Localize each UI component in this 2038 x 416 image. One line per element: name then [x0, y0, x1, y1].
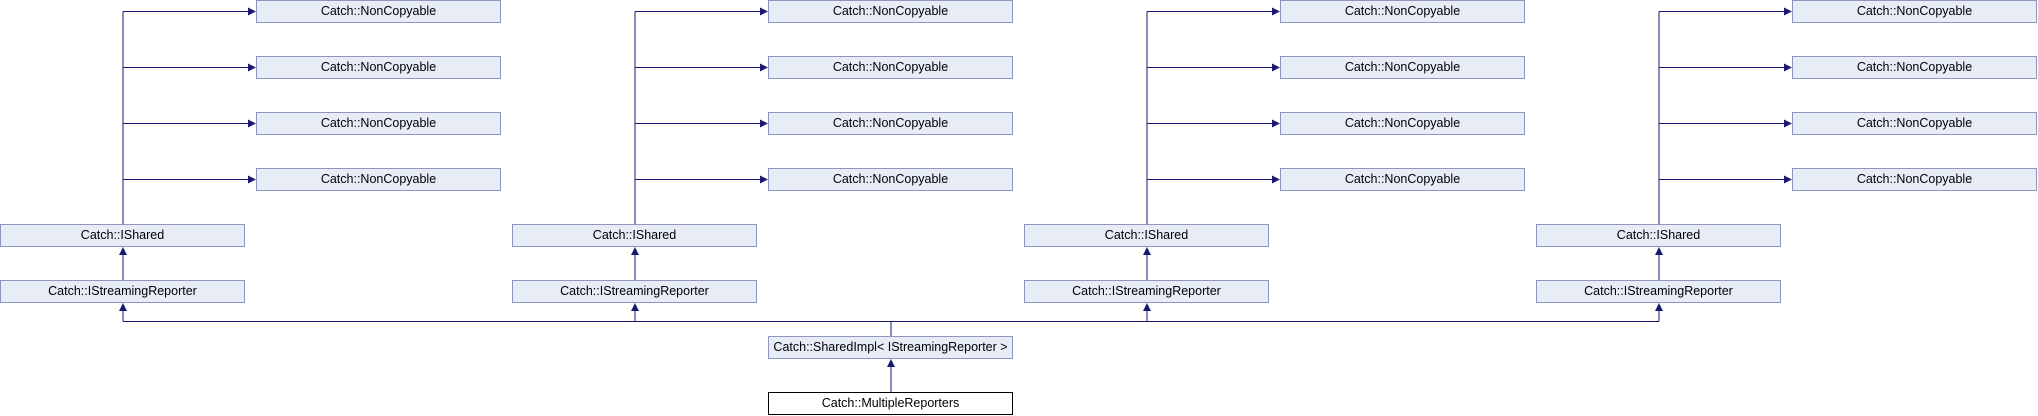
noncopyable-node[interactable]: Catch::NonCopyable	[768, 168, 1013, 191]
noncopyable-node[interactable]: Catch::NonCopyable	[768, 112, 1013, 135]
noncopyable-node[interactable]: Catch::NonCopyable	[768, 56, 1013, 79]
ishared-node[interactable]: Catch::IShared	[0, 224, 245, 247]
noncopyable-node[interactable]: Catch::NonCopyable	[1280, 168, 1525, 191]
istreaming-reporter-node[interactable]: Catch::IStreamingReporter	[1536, 280, 1781, 303]
noncopyable-node[interactable]: Catch::NonCopyable	[1280, 0, 1525, 23]
noncopyable-node[interactable]: Catch::NonCopyable	[1792, 56, 2037, 79]
noncopyable-node[interactable]: Catch::NonCopyable	[1792, 168, 2037, 191]
noncopyable-node[interactable]: Catch::NonCopyable	[1280, 56, 1525, 79]
noncopyable-node[interactable]: Catch::NonCopyable	[256, 112, 501, 135]
noncopyable-node[interactable]: Catch::NonCopyable	[256, 56, 501, 79]
noncopyable-node[interactable]: Catch::NonCopyable	[1792, 0, 2037, 23]
multiple-reporters-node: Catch::MultipleReporters	[768, 392, 1013, 415]
noncopyable-node[interactable]: Catch::NonCopyable	[768, 0, 1013, 23]
noncopyable-node[interactable]: Catch::NonCopyable	[1792, 112, 2037, 135]
istreaming-reporter-node[interactable]: Catch::IStreamingReporter	[1024, 280, 1269, 303]
noncopyable-node[interactable]: Catch::NonCopyable	[1280, 112, 1525, 135]
noncopyable-node[interactable]: Catch::NonCopyable	[256, 168, 501, 191]
shared-impl-node[interactable]: Catch::SharedImpl< IStreamingReporter >	[768, 336, 1013, 359]
ishared-node[interactable]: Catch::IShared	[1536, 224, 1781, 247]
ishared-node[interactable]: Catch::IShared	[512, 224, 757, 247]
ishared-node[interactable]: Catch::IShared	[1024, 224, 1269, 247]
istreaming-reporter-node[interactable]: Catch::IStreamingReporter	[512, 280, 757, 303]
noncopyable-node[interactable]: Catch::NonCopyable	[256, 0, 501, 23]
istreaming-reporter-node[interactable]: Catch::IStreamingReporter	[0, 280, 245, 303]
